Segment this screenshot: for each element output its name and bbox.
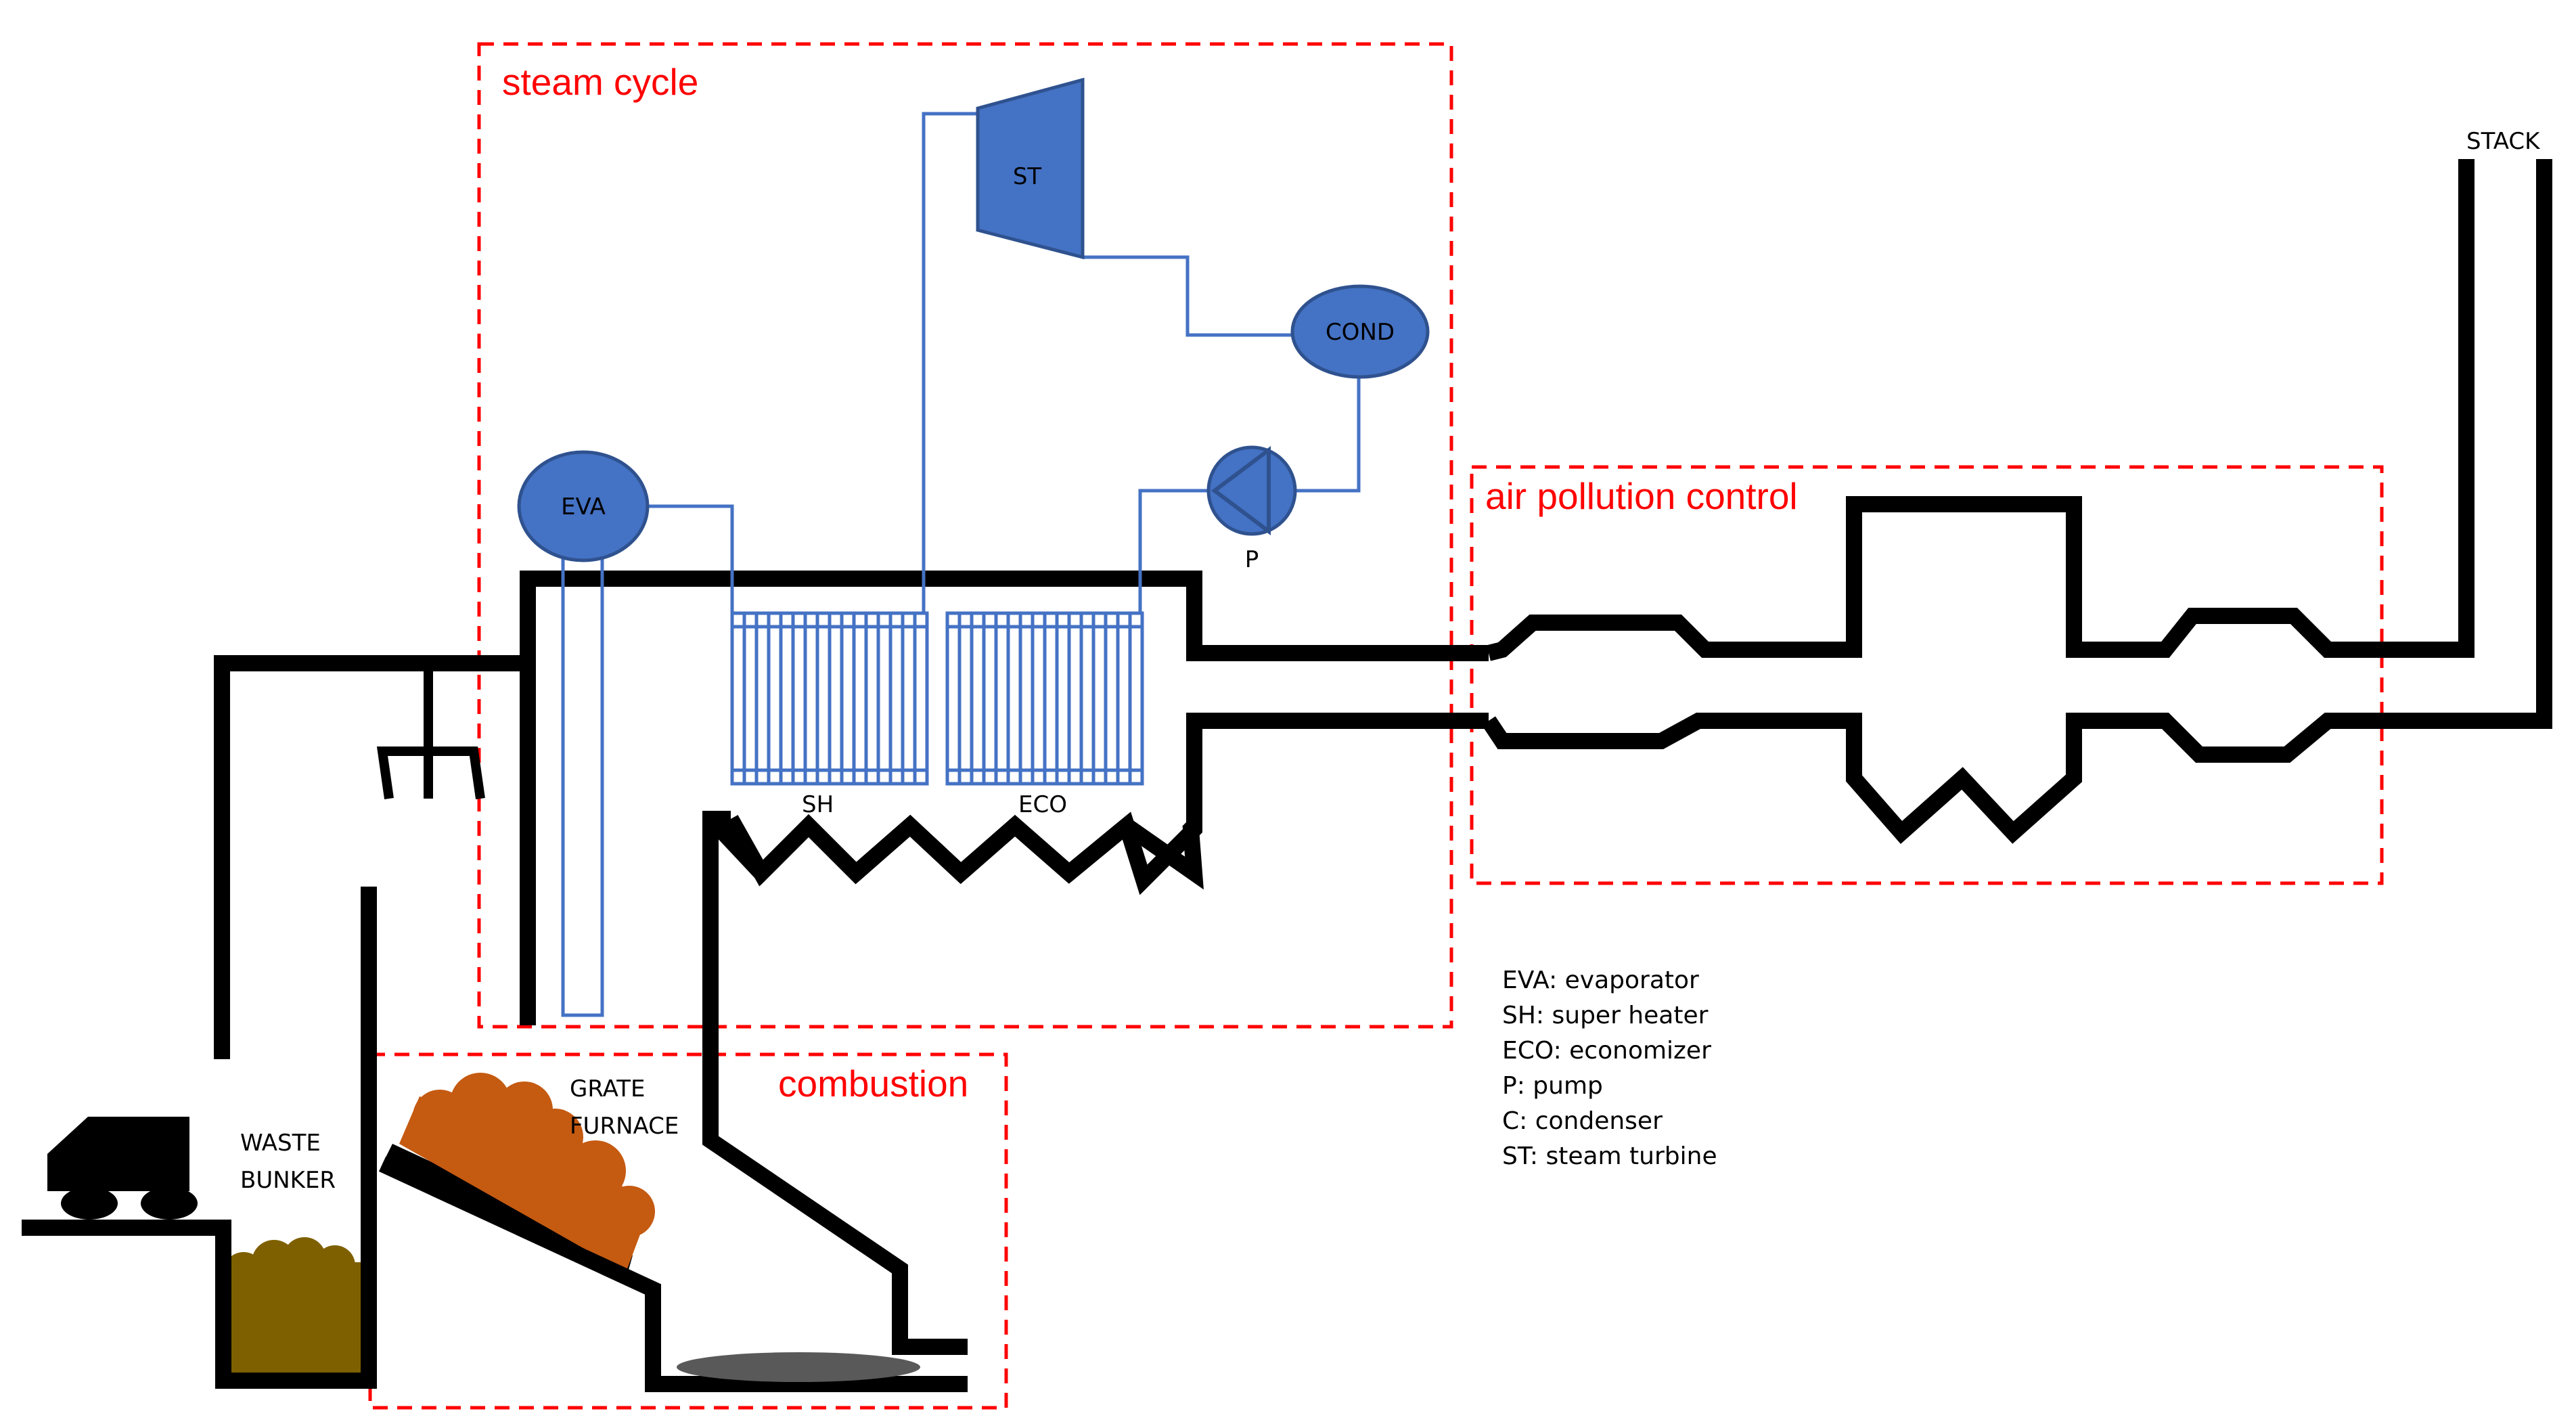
waste-bunker-label-2: BUNKER <box>240 1167 336 1194</box>
evaporator-tube <box>561 546 604 1017</box>
steam-cycle-region <box>477 42 1453 1029</box>
air-pollution-control-region <box>1470 465 2384 885</box>
legend-item: P: pump <box>1502 1072 1603 1100</box>
pipe-st-to-cond <box>1083 255 1292 337</box>
legend-item: ST: steam turbine <box>1502 1142 1717 1170</box>
waste-truck <box>22 1117 219 1234</box>
legend-item: SH: super heater <box>1502 1002 1709 1029</box>
grate-furnace-label-2: FURNACE <box>570 1113 679 1140</box>
legend-item: ECO: economizer <box>1502 1037 1711 1065</box>
waste-bunker-label: WASTE <box>240 1130 321 1157</box>
pump <box>1206 445 1297 536</box>
pump-label: P <box>1245 546 1259 573</box>
pipe-eva-to-sh <box>633 504 734 613</box>
pipe-cond-to-pump <box>1296 376 1361 493</box>
legend: EVA: evaporator SH: super heater ECO: ec… <box>1502 966 1717 1170</box>
air-pollution-control-label: air pollution control <box>1485 475 1798 517</box>
steam-turbine <box>976 77 1085 260</box>
steam-cycle-label: steam cycle <box>502 61 698 103</box>
legend-item: EVA: evaporator <box>1502 966 1699 994</box>
economizer-label: ECO <box>1018 791 1067 818</box>
ash-pile <box>677 1352 920 1382</box>
waste-bunker <box>223 1237 367 1377</box>
combustion-region <box>368 1052 1008 1410</box>
steam-turbine-label: ST <box>1013 163 1042 190</box>
evaporator-label: EVA <box>561 493 606 520</box>
legend-item: C: condenser <box>1502 1107 1663 1135</box>
evaporator-drum <box>517 450 650 562</box>
burning-waste <box>399 1073 655 1272</box>
combustion-label: combustion <box>778 1063 968 1105</box>
boiler-hopper-zigzag <box>723 721 1202 895</box>
pipe-pump-to-eco <box>1138 489 1208 613</box>
condenser-label: COND <box>1326 319 1395 346</box>
super-heater-label: SH <box>802 791 834 818</box>
pipe-sh-to-st <box>922 112 978 613</box>
grate-furnace-label: GRATE <box>570 1075 645 1102</box>
stack-label: STACK <box>2466 128 2541 155</box>
crane-grab <box>376 663 485 799</box>
boiler-left-wall <box>520 571 1489 1025</box>
apc-top-duct <box>1487 159 2475 661</box>
bunker-wall <box>22 887 377 1389</box>
furnace-floor <box>378 1157 968 1392</box>
economizer-coil <box>945 611 1144 786</box>
super-heater-coil <box>730 611 929 786</box>
condenser <box>1290 284 1430 379</box>
apc-bottom-duct <box>1482 159 2552 845</box>
